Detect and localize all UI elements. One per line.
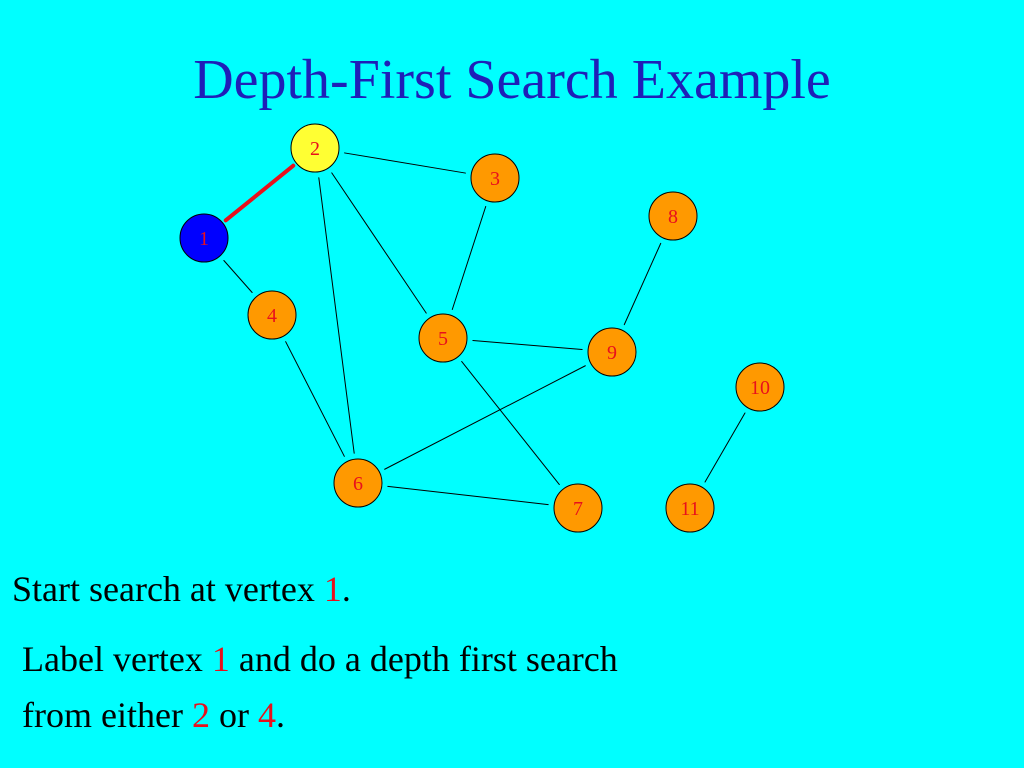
instruction-text: from either [22, 695, 192, 735]
edge-2-6 [318, 177, 355, 454]
vertex-label: 3 [490, 168, 500, 190]
instruction-text: and do a depth first search [229, 639, 618, 679]
vertex-ref-1: 1 [211, 639, 230, 679]
instruction-line-1: Start search at vertex 1. [12, 568, 351, 611]
edge-1-2 [223, 163, 296, 223]
page-title: Depth-First Search Example [193, 49, 831, 111]
instruction-text: . [341, 569, 351, 609]
vertex-5: 5 [418, 313, 468, 363]
vertex-ref-4: 4 [257, 695, 276, 735]
vertex-6: 6 [333, 458, 383, 508]
vertex-label: 2 [310, 138, 320, 160]
vertex-11: 11 [665, 483, 715, 533]
edge-10-11 [704, 412, 746, 483]
vertex-circle [333, 458, 383, 508]
vertex-ref-1: 1 [323, 569, 342, 609]
edge-5-9 [472, 339, 583, 351]
vertex-circle [470, 153, 520, 203]
vertex-1: 1 [179, 213, 229, 263]
vertex-label: 7 [573, 498, 583, 520]
vertex-circle [179, 213, 229, 263]
vertex-2: 2 [290, 123, 340, 173]
edge-5-7 [461, 360, 560, 486]
vertex-3: 3 [470, 153, 520, 203]
vertex-label: 5 [438, 328, 448, 350]
edge-6-7 [387, 485, 549, 506]
instruction-text: Start search at vertex [12, 569, 324, 609]
vertex-4: 4 [247, 290, 297, 340]
vertex-circle [665, 483, 715, 533]
instruction-text: Label vertex [22, 639, 212, 679]
edge-3-5 [451, 206, 487, 310]
vertex-label: 9 [607, 342, 617, 364]
vertex-label: 1 [199, 228, 209, 250]
edge-4-6 [285, 341, 345, 457]
vertex-ref-2: 2 [191, 695, 210, 735]
edge-2-5 [331, 172, 427, 314]
edges-layer [223, 152, 746, 506]
vertex-label: 10 [750, 377, 770, 399]
vertex-circle [290, 123, 340, 173]
vertices-layer: 1 2 3 4 5 6 7 8 9 10 11 [179, 123, 785, 533]
instruction-line-2: Label vertex 1 and do a depth first sear… [22, 638, 618, 681]
vertex-circle [587, 327, 637, 377]
edge-1-4 [223, 259, 253, 294]
instruction-line-3: from either 2 or 4. [22, 694, 285, 737]
vertex-label: 8 [668, 206, 678, 228]
vertex-circle [418, 313, 468, 363]
vertex-circle [553, 483, 603, 533]
edge-2-3 [344, 152, 466, 174]
vertex-9: 9 [587, 327, 637, 377]
edge-8-9 [623, 242, 662, 326]
vertex-10: 10 [735, 362, 785, 412]
vertex-label: 11 [680, 498, 699, 520]
vertex-circle [735, 362, 785, 412]
instruction-text: . [275, 695, 285, 735]
vertex-label: 4 [267, 305, 277, 327]
instruction-text: or [209, 695, 258, 735]
edge-6-9 [384, 365, 586, 470]
vertex-label: 6 [353, 473, 363, 495]
vertex-circle [247, 290, 297, 340]
vertex-7: 7 [553, 483, 603, 533]
vertex-circle [648, 191, 698, 241]
vertex-8: 8 [648, 191, 698, 241]
